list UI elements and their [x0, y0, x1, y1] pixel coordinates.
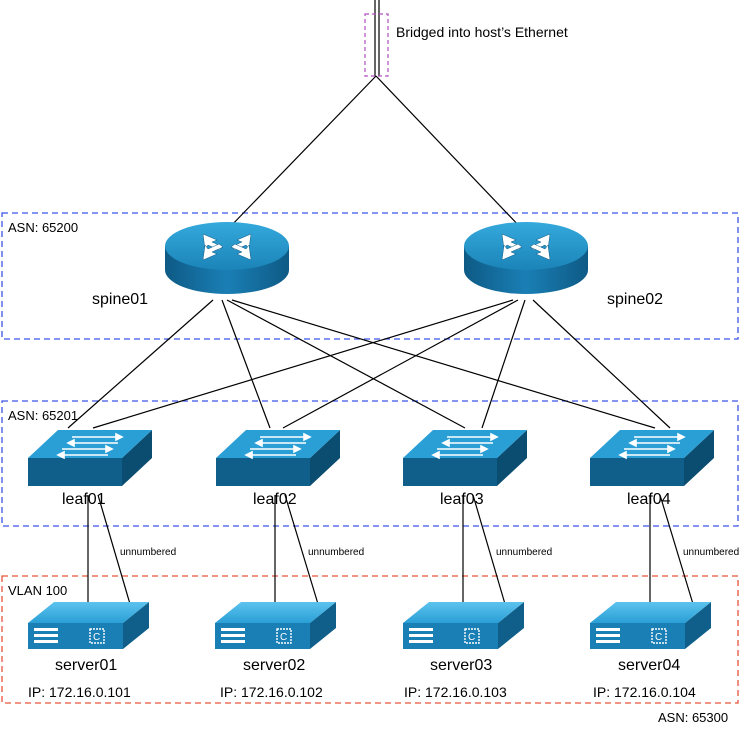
leaf03-label: leaf03	[440, 491, 484, 508]
server04-host[interactable]: C	[590, 602, 711, 649]
router-icon	[165, 222, 289, 294]
server-icon: C	[28, 602, 149, 649]
switch-icon	[403, 430, 527, 486]
server04-label: server04	[618, 657, 680, 674]
leaf01-label: leaf01	[62, 491, 106, 508]
server01-ip: IP: 172.16.0.101	[28, 684, 131, 700]
uplink-to-spine02	[375, 75, 524, 231]
server-icon: C	[215, 602, 336, 649]
switch-icon	[28, 430, 152, 486]
server-icon: C	[403, 602, 524, 649]
server03-ip: IP: 172.16.0.103	[404, 684, 507, 700]
bridge-caption: Bridged into host’s Ethernet	[396, 24, 568, 40]
leaf03-link-label: unnumbered	[496, 547, 552, 558]
spine01-router[interactable]	[165, 222, 289, 294]
server03-host[interactable]: C	[403, 602, 524, 649]
spine02-label: spine02	[607, 291, 663, 308]
leaf01-link-label: unnumbered	[120, 547, 176, 558]
server02-label: server02	[243, 657, 305, 674]
server03-label: server03	[430, 657, 492, 674]
leaf04-switch[interactable]	[590, 430, 714, 486]
server-asn-label: ASN: 65300	[658, 710, 728, 725]
leaf04-link-label: unnumbered	[683, 547, 739, 558]
server-icon: C	[590, 602, 711, 649]
spine-zone-label: ASN: 65200	[8, 220, 78, 235]
switch-icon	[590, 430, 714, 486]
spine-zone-box	[1, 212, 739, 340]
svg-text:C: C	[655, 632, 662, 643]
svg-text:C: C	[468, 632, 475, 643]
server04-ip: IP: 172.16.0.104	[593, 684, 696, 700]
server01-label: server01	[55, 657, 117, 674]
leaf04-label: leaf04	[627, 491, 671, 508]
uplink-to-spine01	[226, 75, 377, 231]
leaf02-switch[interactable]	[216, 430, 340, 486]
switch-icon	[216, 430, 340, 486]
leaf02-link-label: unnumbered	[308, 547, 364, 558]
spine-leaf-links	[67, 299, 671, 429]
leaf01-switch[interactable]	[28, 430, 152, 486]
spine02-router[interactable]	[464, 222, 588, 294]
leaf02-label: leaf02	[253, 491, 297, 508]
server-zone-label: VLAN 100	[8, 583, 67, 598]
svg-text:C: C	[93, 632, 100, 643]
server01-host[interactable]: C	[28, 602, 149, 649]
router-icon	[464, 222, 588, 294]
leaf-zone-label: ASN: 65201	[8, 408, 78, 423]
server02-ip: IP: 172.16.0.102	[220, 684, 323, 700]
svg-text:C: C	[280, 632, 287, 643]
server-zone-box	[1, 575, 739, 704]
leaf03-switch[interactable]	[403, 430, 527, 486]
bridge-box	[364, 13, 389, 77]
server02-host[interactable]: C	[215, 602, 336, 649]
leaf-server-links	[87, 494, 694, 605]
spine01-label: spine01	[92, 291, 148, 308]
